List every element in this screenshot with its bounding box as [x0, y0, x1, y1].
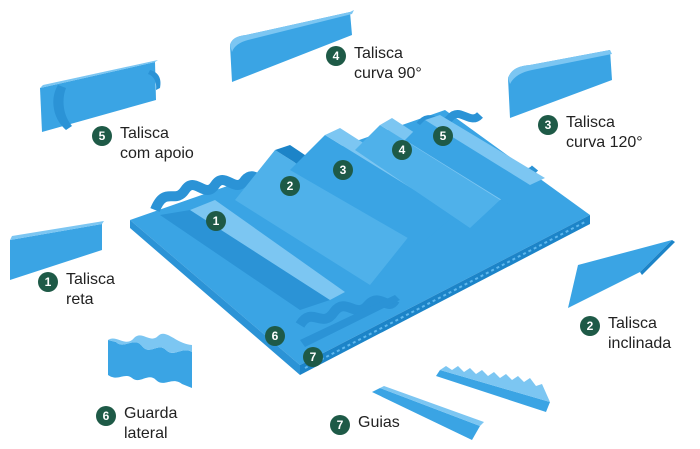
- callout-subtitle: curva 90°: [354, 65, 422, 82]
- callout-subtitle: lateral: [124, 425, 168, 442]
- mat-marker-2: 2: [280, 176, 300, 196]
- callout-badge: 7: [330, 415, 350, 435]
- callout-side-guard: 6 Guarda lateral: [96, 404, 177, 444]
- flight-curve-120-part: [508, 50, 612, 118]
- callout-title: Guarda: [124, 405, 178, 422]
- callout-title: Talisca: [608, 315, 657, 332]
- conveyor-mat: [130, 110, 590, 375]
- callout-badge: 6: [96, 406, 116, 426]
- guide-parts: [372, 366, 550, 440]
- callout-straight-flight: 1 Talisca reta: [38, 270, 115, 310]
- mat-marker-7: 7: [303, 347, 323, 367]
- flight-curve-90-part: [230, 10, 354, 82]
- callout-badge: 3: [538, 115, 558, 135]
- callout-subtitle: curva 120°: [566, 134, 643, 151]
- callout-subtitle: inclinada: [608, 335, 672, 352]
- flight-with-support-part: [40, 60, 161, 132]
- callout-subtitle: com apoio: [120, 145, 194, 162]
- callout-guides: 7 Guias: [330, 413, 400, 435]
- callout-subtitle: reta: [66, 291, 94, 308]
- callout-flight-with-support: 5 Talisca com apoio: [92, 124, 194, 164]
- callout-curve-120-flight: 3 Talisca curva 120°: [538, 113, 643, 153]
- mat-marker-4: 4: [392, 140, 412, 160]
- flight-straight-part: [10, 221, 104, 280]
- mat-marker-5: 5: [433, 126, 453, 146]
- mat-marker-3: 3: [333, 160, 353, 180]
- callout-title: Talisca: [120, 125, 169, 142]
- side-guard-part: [108, 333, 192, 388]
- mat-marker-1: 1: [206, 211, 226, 231]
- callout-badge: 1: [38, 272, 58, 292]
- callout-badge: 4: [326, 46, 346, 66]
- mat-marker-6: 6: [265, 326, 285, 346]
- flight-inclined-part: [568, 240, 675, 308]
- callout-badge: 2: [580, 316, 600, 336]
- callout-inclined-flight: 2 Talisca inclinada: [580, 314, 671, 354]
- callout-curve-90-flight: 4 Talisca curva 90°: [326, 44, 422, 84]
- callout-badge: 5: [92, 126, 112, 146]
- callout-title: Talisca: [354, 45, 403, 62]
- callout-title: Talisca: [66, 271, 115, 288]
- callout-title: Talisca: [566, 114, 615, 131]
- callout-title: Guias: [358, 414, 400, 431]
